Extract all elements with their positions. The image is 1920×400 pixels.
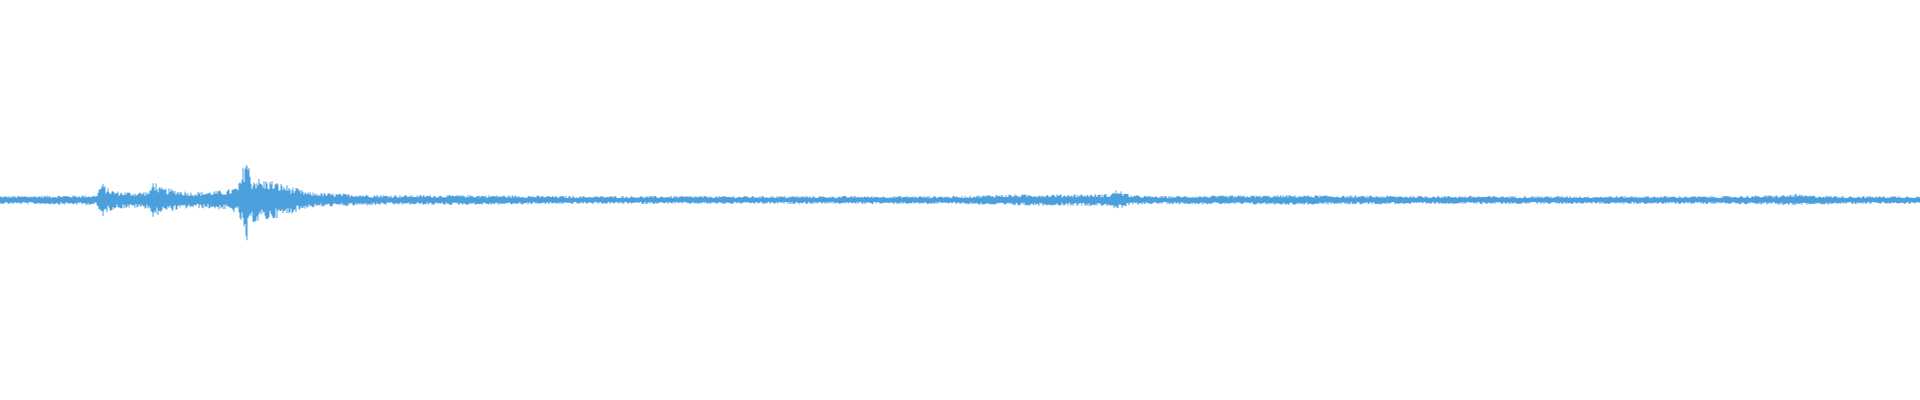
waveform-trace-group [0,165,1920,241]
